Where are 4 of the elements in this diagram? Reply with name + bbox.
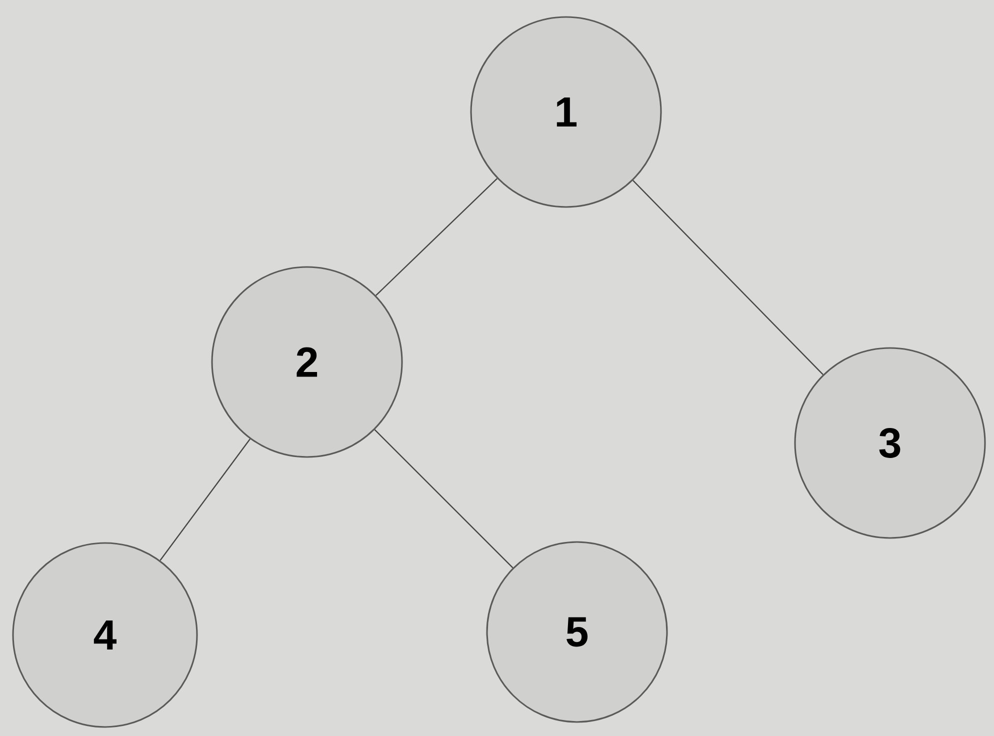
connector-line (376, 178, 498, 296)
connector-line (160, 438, 251, 561)
connector-line (374, 429, 514, 568)
connector-line (632, 180, 824, 375)
